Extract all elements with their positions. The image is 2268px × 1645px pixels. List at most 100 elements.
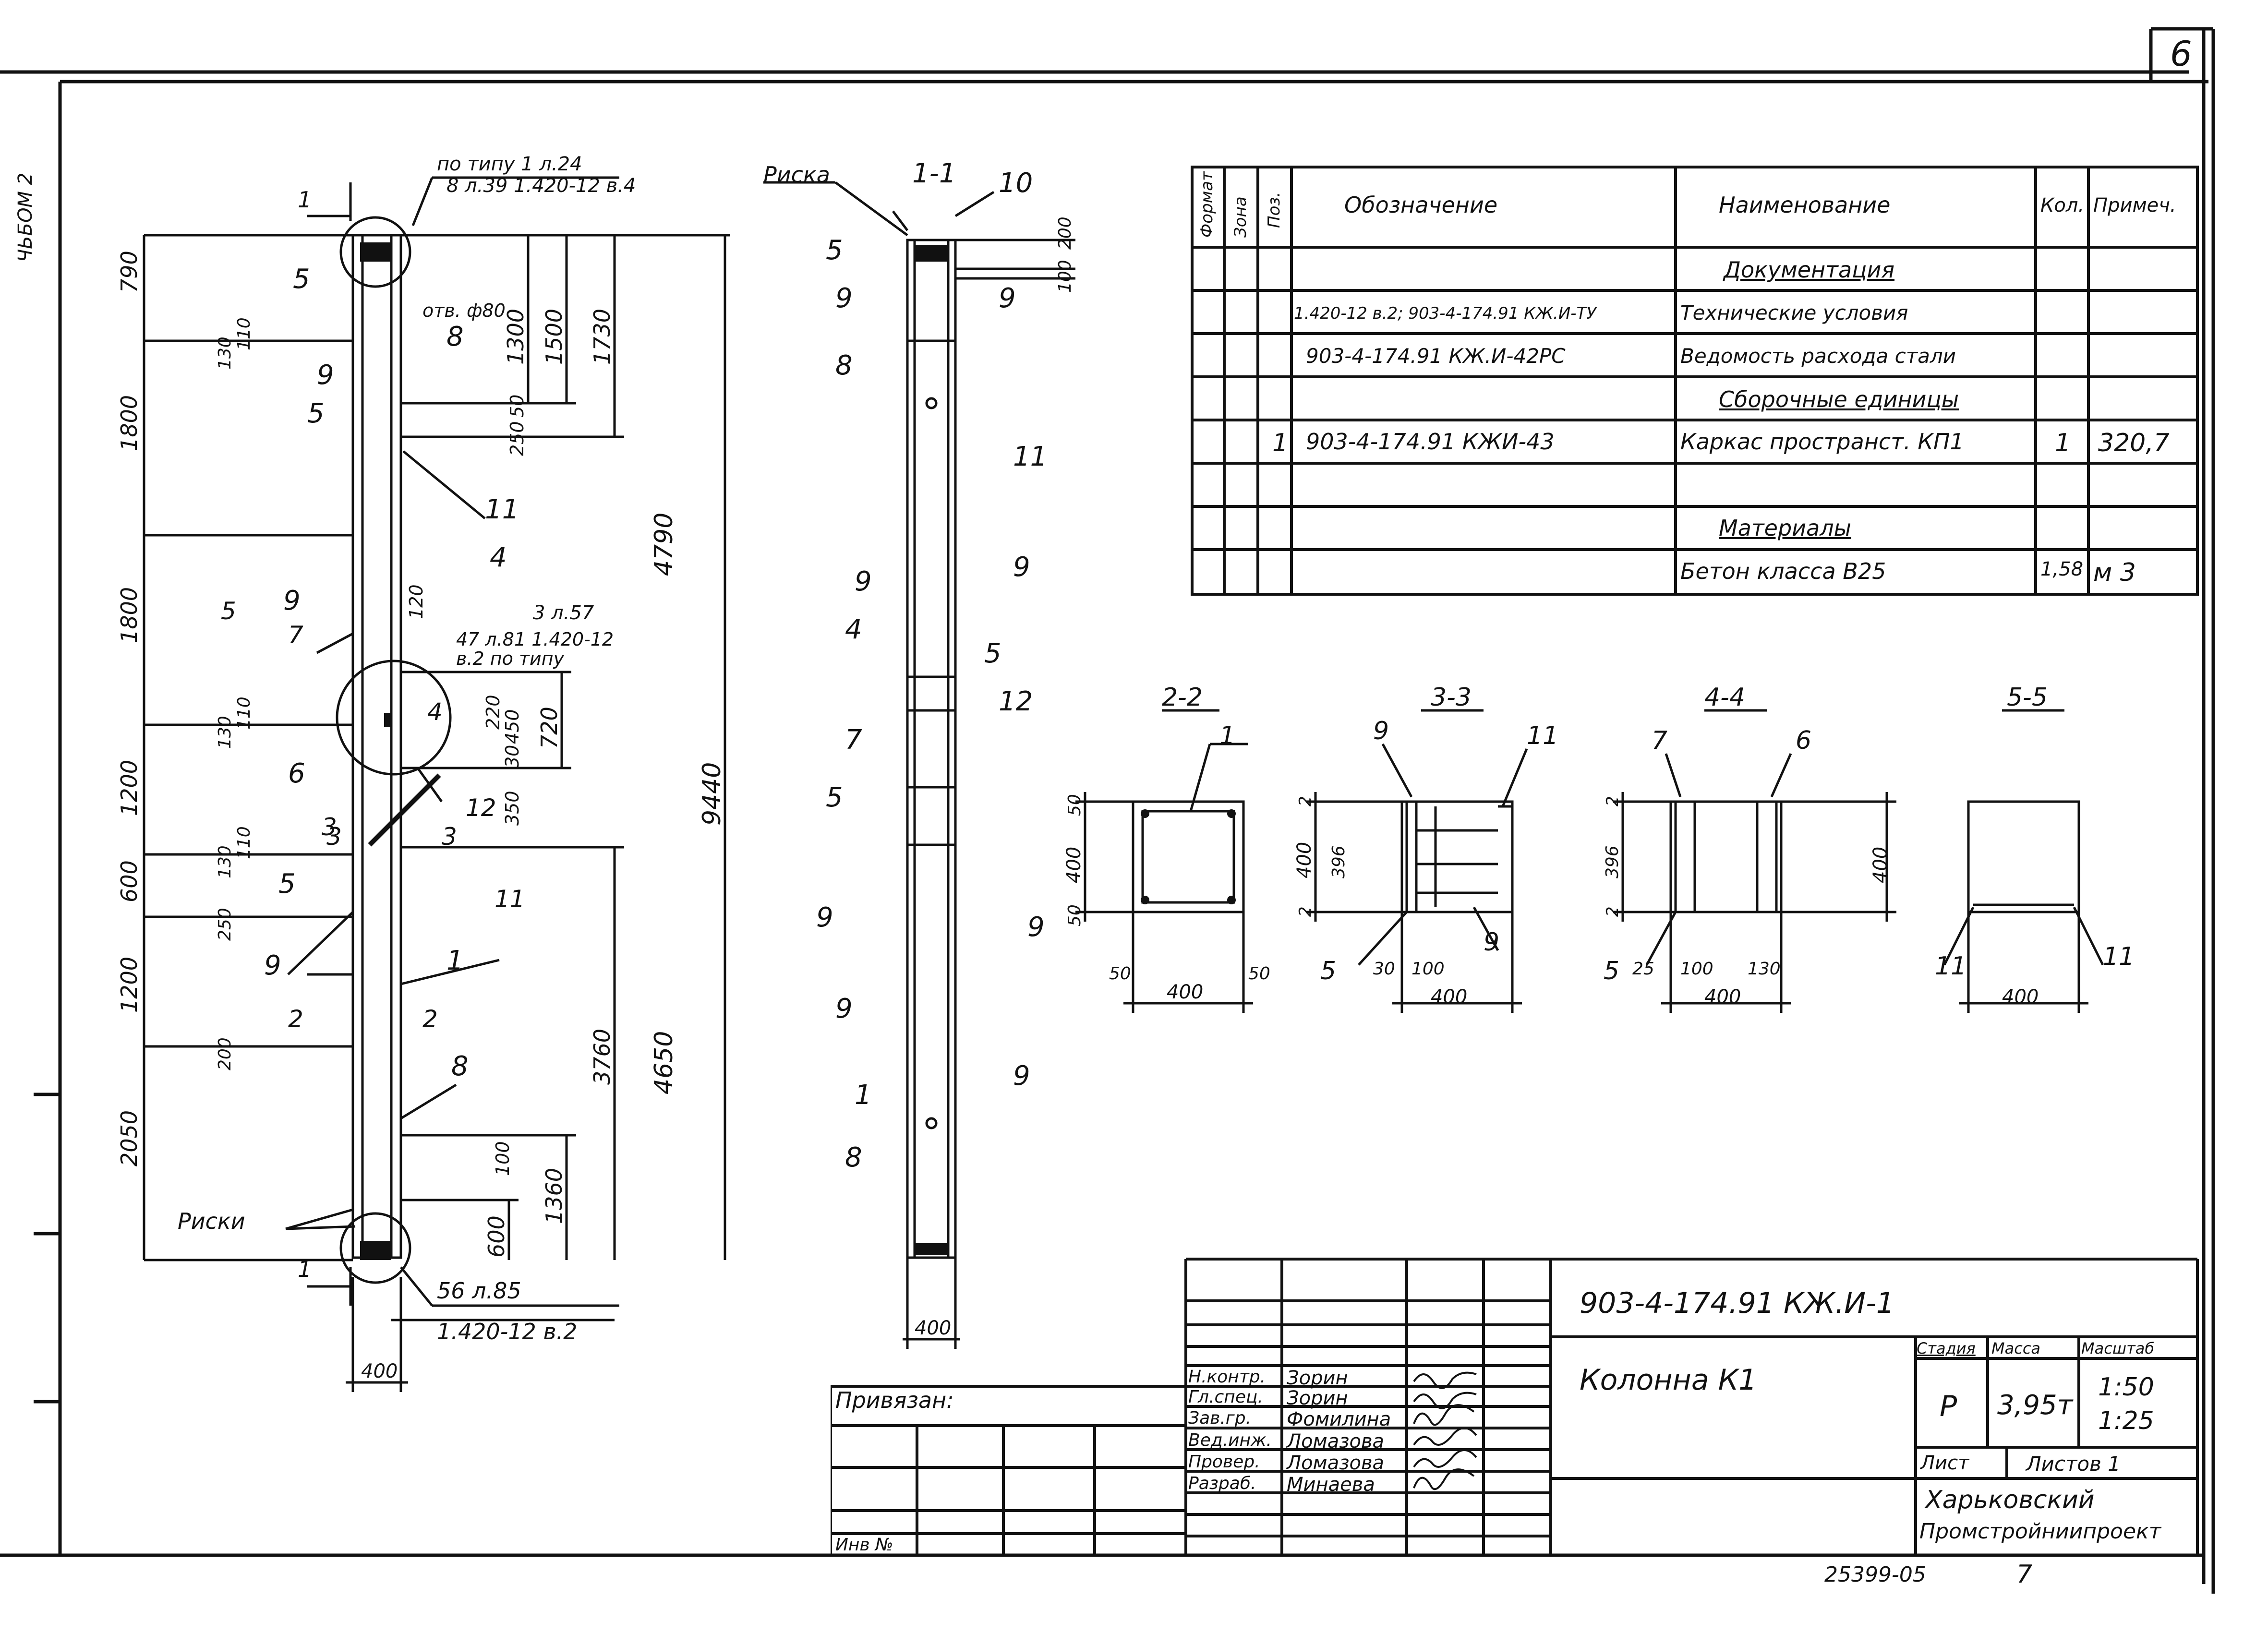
spec-row-note: 320,7	[2098, 429, 2170, 457]
title-block: 903-4-174.91 КЖ.И-1 Колонна К1 Стадия Ма…	[831, 1258, 2199, 1555]
elevation-bottom-dim: 400	[361, 1360, 398, 1382]
section-1-1-position: 5	[826, 782, 843, 813]
section-1-1-position: 5	[826, 235, 843, 266]
elevation-note-mid-3: в.2 по типу	[456, 648, 565, 669]
elevation-left-dim: 1800	[116, 587, 142, 643]
section-dim: 50	[1065, 904, 1085, 926]
elevation-position-label: 8	[451, 1051, 469, 1082]
elevation-note-top-1: по типу 1 л.24	[437, 153, 582, 175]
elevation-position-label: 5	[221, 597, 236, 625]
title-scale-1: 1:50	[2098, 1373, 2154, 1402]
elevation-left-dim: 1200	[116, 760, 142, 816]
section-1-1-position: 1	[855, 1080, 872, 1111]
section-dim: 2	[1603, 796, 1622, 806]
elevation-position-label: 11	[495, 885, 525, 913]
section-1-1-dim: 200	[1055, 216, 1075, 250]
section-position: 5	[1320, 957, 1336, 985]
section-1-1-position: 9	[835, 283, 853, 314]
elevation-small-dim: 130	[215, 336, 235, 370]
title-role-name: Минаева	[1287, 1474, 1375, 1496]
elevation-note-hole: отв. ф80	[422, 300, 506, 321]
section-dim: 2	[1296, 796, 1315, 806]
elevation-right-dim: 4650	[650, 1031, 678, 1094]
elevation-left-dim: 1200	[116, 957, 142, 1013]
section-dim: 50	[1248, 964, 1270, 984]
title-sheet-label: Лист	[1920, 1452, 1969, 1474]
section-dim: 2	[1296, 906, 1315, 917]
elevation-position-label: 6	[288, 758, 305, 789]
spec-row-name: Документация	[1724, 257, 1895, 283]
elevation-position-label: 9	[264, 950, 281, 981]
section-title: 4-4	[1704, 683, 1745, 712]
section-1-1-position: 5	[984, 638, 1001, 669]
elevation-right-dim: 4790	[650, 513, 678, 576]
elevation-small-dim: 250	[215, 908, 235, 941]
section-title: 3-3	[1431, 683, 1472, 712]
spec-row-name: Ведомость расхода стали	[1680, 344, 1956, 368]
section-1-1-position: 12	[999, 686, 1033, 717]
spec-header-qty: Кол.	[2040, 194, 2085, 216]
title-item-name: Колонна К1	[1580, 1363, 1757, 1397]
spec-row-name: Материалы	[1719, 515, 1851, 541]
spec-header-name: Наименование	[1719, 192, 1891, 218]
title-mass: 3,95т	[1997, 1390, 2073, 1421]
section-position: 11	[1527, 721, 1558, 750]
section-dim: 100	[1411, 959, 1445, 979]
elevation-position-label: 2	[422, 1005, 438, 1033]
section-1-1-position: 9	[1013, 552, 1030, 583]
section-dim: 2	[1603, 906, 1622, 917]
elevation-section-mark-bottom: 1	[298, 1256, 312, 1282]
spec-table: Формат Зона Поз. Обозначение Наименовани…	[1191, 166, 2199, 598]
section-position: 1	[1219, 721, 1235, 750]
elevation-position-label: 5	[307, 398, 325, 429]
title-role-name: Зорин	[1287, 1387, 1348, 1409]
spec-row-designation: 1.420-12 в.2; 903-4-174.91 КЖ.И-ТУ	[1294, 304, 1597, 323]
elevation-left-dim: 600	[116, 860, 142, 902]
section-position: 9	[1484, 928, 1499, 957]
section-dim: 25	[1632, 959, 1654, 979]
section-dim: 400	[1293, 842, 1315, 878]
elevation-position-label: 9	[317, 360, 334, 391]
spec-header-format: Формат	[1197, 171, 1217, 238]
spec-table-grid	[1191, 166, 2199, 596]
elevation-note-bot-1: 56 л.85	[437, 1278, 521, 1304]
elevation-right-dim: 1360	[541, 1168, 567, 1224]
elevation-right-dim: 50	[507, 395, 528, 418]
elevation-position-label: 3	[326, 823, 342, 851]
elevation-position-label: 4	[490, 542, 507, 573]
elevation-small-dim: 110	[234, 317, 254, 350]
spec-row-name: Технические условия	[1680, 301, 1908, 324]
section-position: 11	[2103, 942, 2135, 971]
title-role: Провер.	[1188, 1452, 1260, 1472]
section-dim: 130	[1748, 959, 1781, 979]
spec-row-designation: 903-4-174.91 КЖ.И-42РС	[1306, 344, 1566, 368]
spec-header-pos: Поз.	[1265, 192, 1284, 228]
title-role: Гл.спец.	[1188, 1387, 1263, 1407]
elevation-position-label: 8	[446, 321, 464, 352]
elevation-right-dim: 720	[536, 707, 562, 749]
spec-row-name: Сборочные единицы	[1719, 386, 1959, 412]
spec-row-name: Бетон класса В25	[1680, 558, 1886, 584]
spec-row-name: Каркас пространст. КП1	[1680, 429, 1964, 455]
section-position: 11	[1935, 952, 1966, 981]
elevation-small-dim: 110	[234, 696, 254, 730]
section-1-1-title: 1-1	[912, 158, 956, 189]
elevation-section-mark-top: 1	[298, 187, 312, 213]
section-position: 5	[1604, 957, 1619, 985]
section-position: 7	[1652, 726, 1667, 755]
section-dim: 396	[1329, 845, 1349, 878]
elevation-right-dim: 220	[483, 695, 504, 730]
title-block-grid	[831, 1258, 2199, 1554]
title-role: Разраб.	[1188, 1474, 1256, 1493]
title-role: Н.контр.	[1188, 1367, 1266, 1387]
title-scale-label: Масштаб	[2081, 1339, 2155, 1357]
title-role-name: Ломазова	[1287, 1430, 1385, 1453]
section-1-1-position: 4	[845, 614, 862, 645]
title-role: Вед.инж.	[1188, 1430, 1272, 1450]
section-dim: 100	[1680, 959, 1713, 979]
elevation-small-dim: 200	[215, 1037, 235, 1070]
elevation-right-dim: 3760	[589, 1029, 615, 1085]
section-1-1-position: 9	[1027, 912, 1045, 943]
